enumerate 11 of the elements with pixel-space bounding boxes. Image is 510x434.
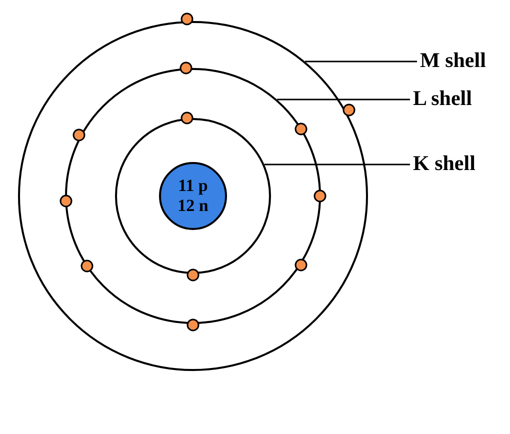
electron-shell-ring — [18, 21, 368, 371]
leader-line — [304, 60, 417, 62]
shell-label: L shell — [413, 88, 472, 109]
leader-line — [264, 164, 410, 166]
shell-label: K shell — [413, 153, 476, 174]
nucleus — [159, 162, 227, 230]
shell-label: M shell — [420, 50, 486, 71]
electron-shell-ring — [115, 118, 271, 274]
nucleus-label: 11 p 12 n — [176, 176, 210, 216]
electron-shell-ring — [65, 68, 321, 324]
leader-line — [277, 98, 410, 100]
